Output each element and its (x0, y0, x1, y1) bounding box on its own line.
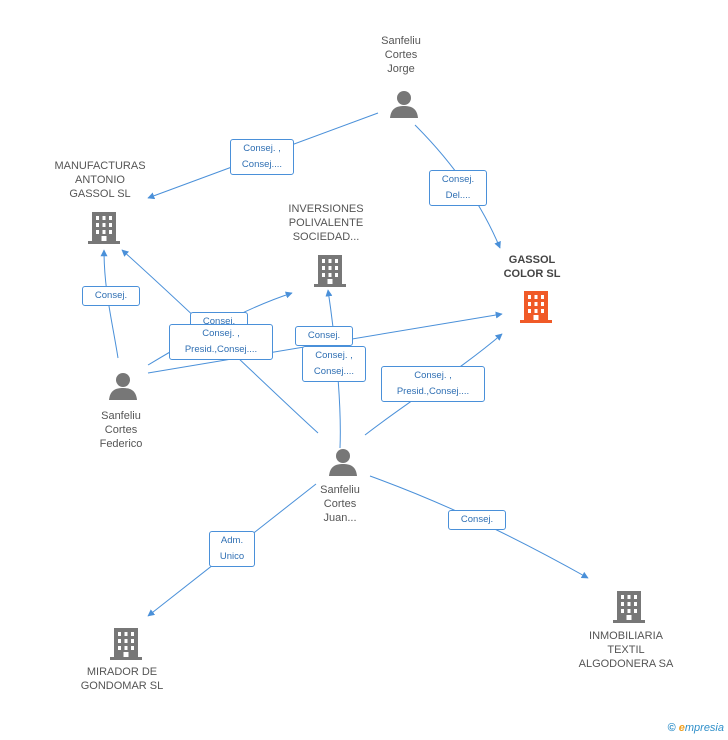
building-icon[interactable] (613, 589, 645, 628)
edge-label-juan-gassol-2[interactable]: Consej. , Presid.,Consej.... (381, 366, 485, 402)
node-label-gassol[interactable]: GASSOL COLOR SL (503, 254, 561, 280)
brand-logo: ©empresia (667, 722, 724, 734)
building-icon[interactable] (88, 210, 120, 249)
person-icon[interactable] (328, 448, 358, 481)
node-label-federico[interactable]: Sanfeliu Cortes Federico (99, 410, 143, 450)
edge-label-jorge-gassol[interactable]: Consej. Del.... (429, 170, 487, 206)
node-label-jorge[interactable]: Sanfeliu Cortes Jorge (381, 35, 421, 75)
node-label-inversiones[interactable]: INVERSIONES POLIVALENTE SOCIEDAD... (288, 203, 364, 243)
edge-label-jorge-manufacturas[interactable]: Consej. , Consej.... (230, 139, 294, 175)
person-icon[interactable] (389, 90, 419, 123)
building-icon[interactable] (110, 626, 142, 665)
building-icon[interactable] (314, 253, 346, 292)
node-label-manufacturas[interactable]: MANUFACTURAS ANTONIO GASSOL SL (54, 160, 146, 200)
person-icon[interactable] (108, 372, 138, 405)
building-main-icon[interactable] (520, 289, 552, 328)
node-label-inmobiliaria[interactable]: INMOBILIARIA TEXTIL ALGODONERA SA (578, 630, 674, 670)
edge-label-juan-inmobiliaria[interactable]: Consej. (448, 510, 506, 530)
copyright-icon: © (667, 722, 676, 734)
edge-label-juan-gassol[interactable]: Consej. (295, 326, 353, 346)
edge-label-federico-manufacturas[interactable]: Consej. (82, 286, 140, 306)
edge-label-federico-gassol[interactable]: Consej. , Presid.,Consej.... (169, 324, 273, 360)
node-label-juan[interactable]: Sanfeliu Cortes Juan... (320, 484, 360, 524)
node-label-mirador[interactable]: MIRADOR DE GONDOMAR SL (80, 666, 164, 692)
edge-label-juan-inversiones[interactable]: Consej. , Consej.... (302, 346, 366, 382)
edge-label-juan-mirador[interactable]: Adm. Unico (209, 531, 255, 567)
